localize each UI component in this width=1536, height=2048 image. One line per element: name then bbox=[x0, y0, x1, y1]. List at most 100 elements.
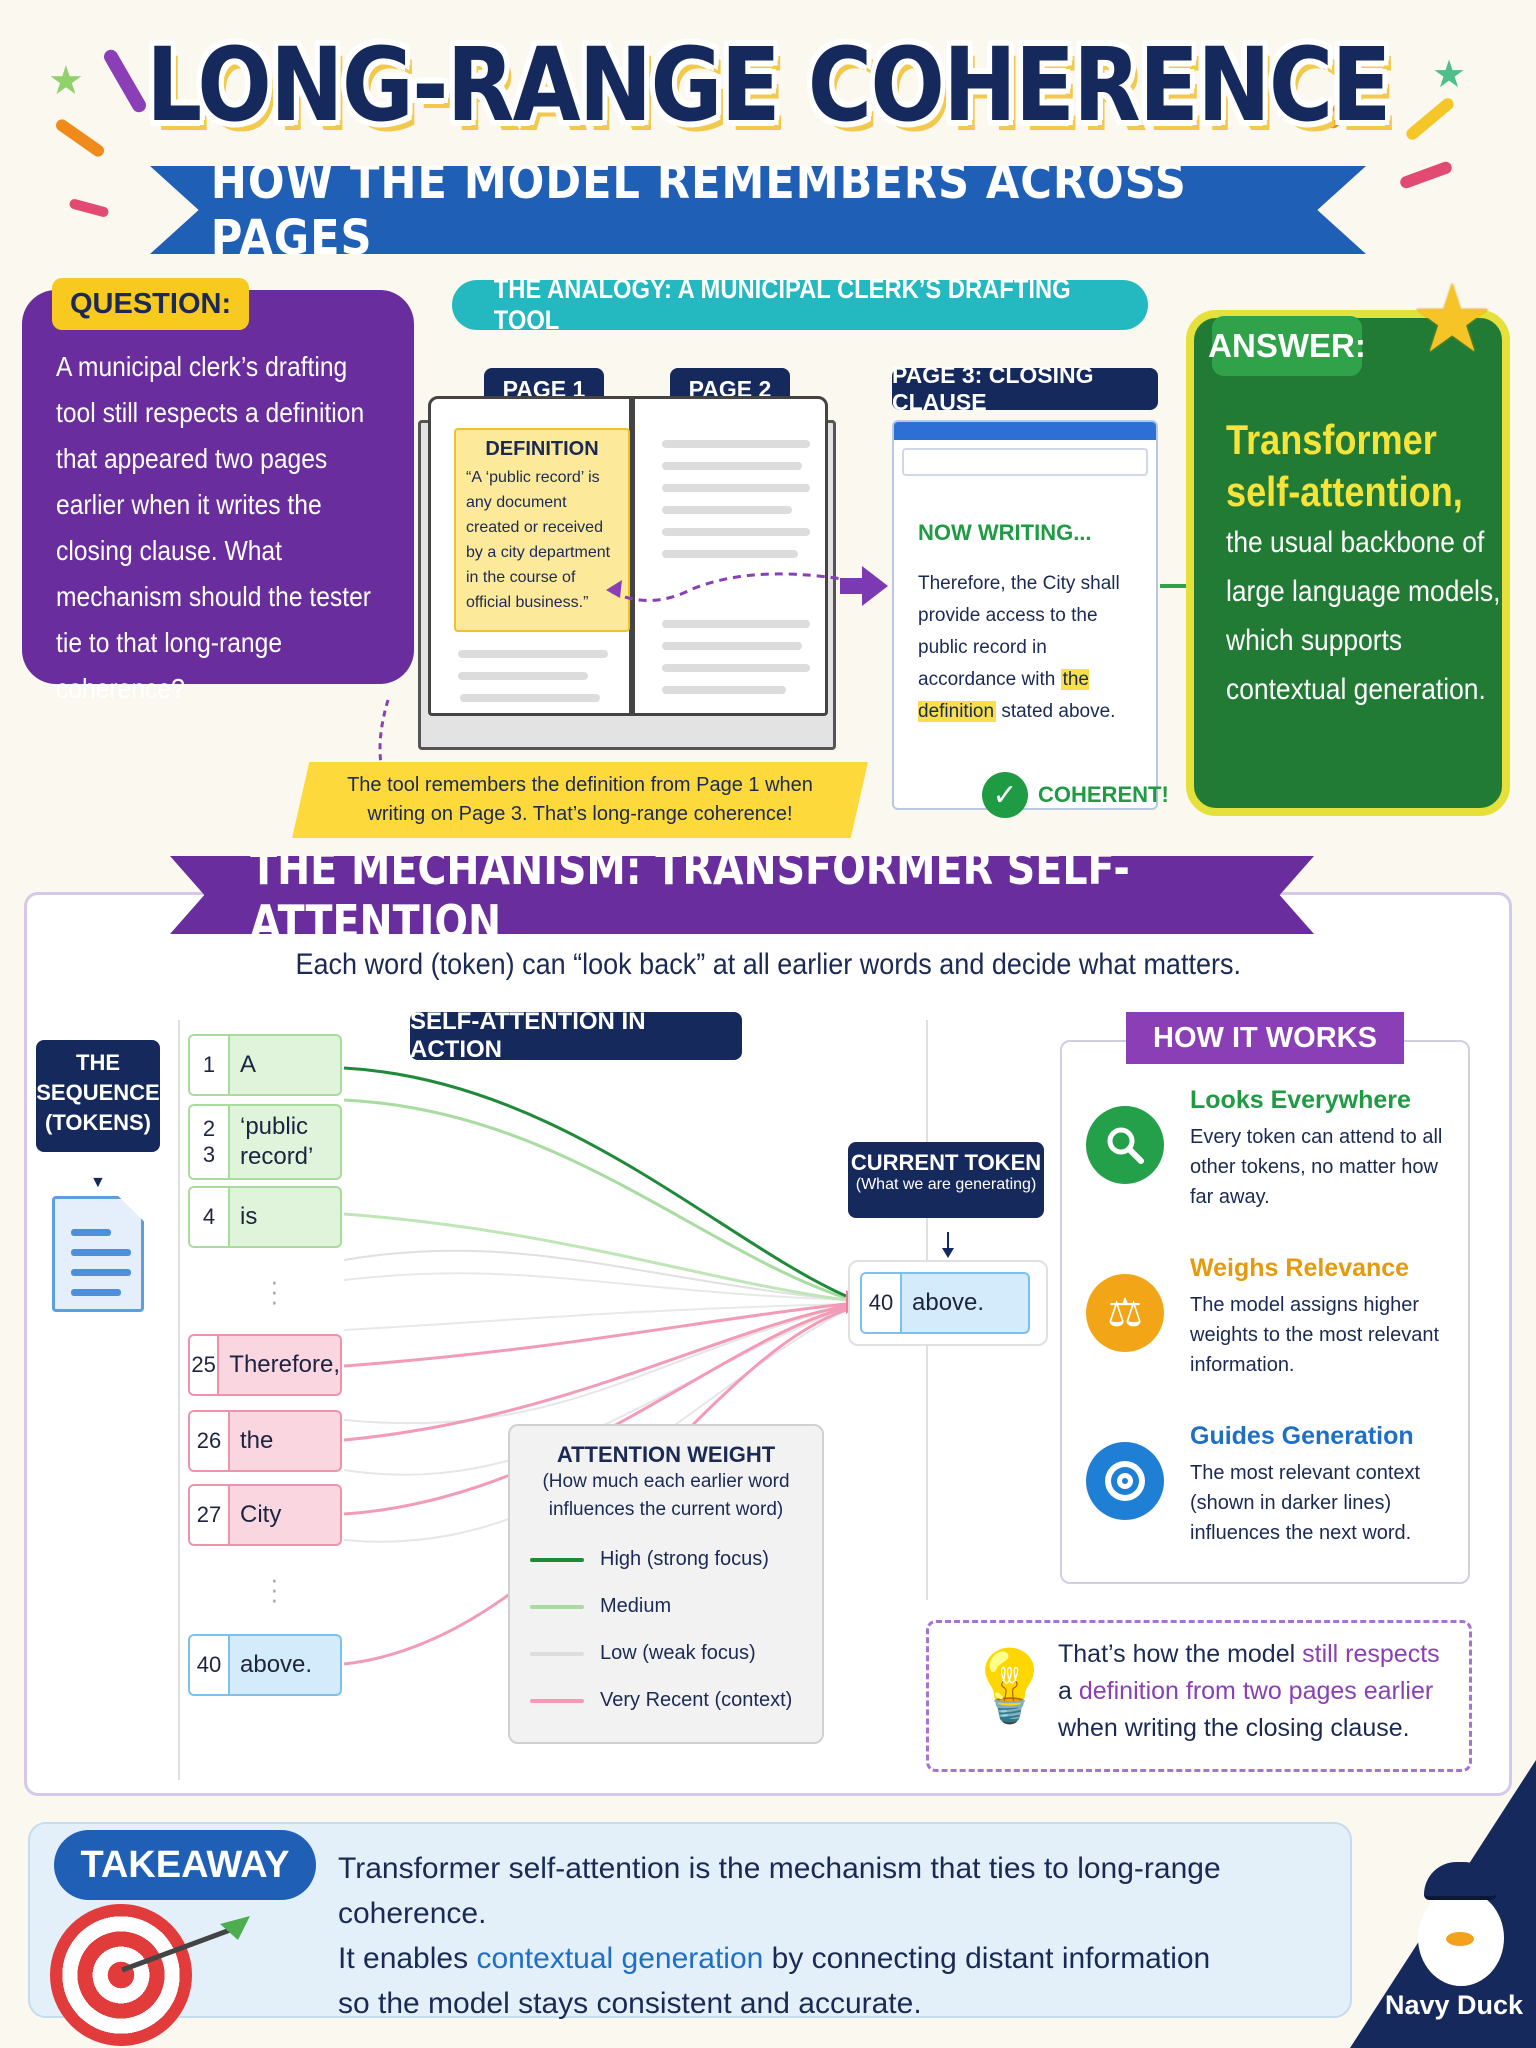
magnifier-icon bbox=[1086, 1106, 1164, 1184]
attention-line-recent bbox=[343, 1304, 847, 1442]
attention-line-recent bbox=[343, 1306, 847, 1516]
token-word: above. bbox=[240, 1651, 313, 1678]
text-line bbox=[458, 650, 608, 658]
recall-arrow-head bbox=[606, 580, 622, 598]
dart-icon bbox=[121, 1916, 250, 1973]
current-token-title: CURRENT TOKEN bbox=[850, 1150, 1042, 1175]
attention-line-low bbox=[343, 1249, 847, 1301]
page-subtitle: HOW THE MODEL REMEMBERS ACROSS PAGES bbox=[210, 154, 1187, 266]
token-word: the bbox=[240, 1427, 274, 1454]
token-4: 4 is bbox=[188, 1186, 342, 1248]
forward-arrow-shaft bbox=[840, 578, 864, 594]
token-number: 4 bbox=[190, 1188, 230, 1246]
brand-name: Navy Duck bbox=[1384, 1990, 1524, 2020]
decor-star-icon: ★ bbox=[48, 59, 84, 103]
text-line bbox=[662, 462, 802, 470]
question-tag: QUESTION: bbox=[52, 278, 250, 330]
mechanism-ribbon: THE MECHANISM: TRANSFORMER SELF-ATTENTIO… bbox=[170, 856, 1314, 934]
duck-beak bbox=[1446, 1932, 1474, 1946]
recall-arrow bbox=[611, 572, 881, 602]
down-arrow-icon: ▼ bbox=[90, 1174, 106, 1191]
token-word: City bbox=[240, 1501, 282, 1528]
analogy-caption: The tool remembers the definition from P… bbox=[292, 762, 868, 838]
tip-card bbox=[926, 1620, 1472, 1772]
definition-title: DEFINITION bbox=[485, 438, 599, 460]
text-line bbox=[662, 642, 802, 650]
sequence-tag: THE SEQUENCE (TOKENS) bbox=[36, 1040, 160, 1152]
token-number: 25 bbox=[190, 1336, 220, 1394]
analogy-title: THE ANALOGY: A MUNICIPAL CLERK’S DRAFTIN… bbox=[452, 274, 1148, 335]
answer-tag: ANSWER: bbox=[1208, 316, 1366, 376]
token-25: 25 Therefore, bbox=[188, 1334, 342, 1396]
how-it-works-title: HOW IT WORKS bbox=[1126, 1012, 1404, 1064]
attention-line-high bbox=[343, 1066, 847, 1298]
tip-text: That’s how the model still respects a de… bbox=[1058, 1640, 1440, 1742]
scale-icon: ⚖ bbox=[1086, 1274, 1164, 1352]
attention-line-recent bbox=[343, 1302, 847, 1368]
answer-text: the usual backbone of large language mod… bbox=[1226, 526, 1501, 706]
ellipsis-icon: ··· bbox=[270, 1266, 279, 1316]
doc-title-bar bbox=[894, 422, 1156, 440]
star-icon: ★ bbox=[1410, 266, 1495, 371]
text-line bbox=[662, 620, 810, 628]
text-line bbox=[662, 484, 810, 492]
mechanism-title: THE MECHANISM: TRANSFORMER SELF-ATTENTIO… bbox=[250, 841, 1130, 949]
page-title: LONG-RANGE COHERENCE bbox=[146, 26, 1391, 145]
question-text: A municipal clerk’s drafting tool still … bbox=[56, 351, 372, 704]
legend-item-medium: Medium bbox=[530, 1583, 802, 1630]
captain-hat-icon bbox=[1424, 1862, 1496, 1900]
question-card: A municipal clerk’s drafting tool still … bbox=[22, 290, 414, 704]
subtitle-ribbon: HOW THE MODEL REMEMBERS ACROSS PAGES bbox=[150, 166, 1366, 254]
token-40: 40 above. bbox=[188, 1634, 342, 1696]
forward-arrow-head bbox=[862, 566, 888, 606]
mechanism-subtitle: Each word (token) can “look back” at all… bbox=[295, 948, 1241, 981]
self-attention-title: SELF-ATTENTION IN ACTION bbox=[410, 1008, 742, 1063]
attention-legend: ATTENTION WEIGHT (How much each earlier … bbox=[508, 1424, 824, 1744]
bullseye-icon bbox=[50, 1904, 192, 2046]
attention-line-medium bbox=[343, 1212, 847, 1302]
definition-card: DEFINITION “A ‘public record’ is any doc… bbox=[454, 428, 630, 632]
token-number: 1 bbox=[190, 1036, 230, 1094]
text-line bbox=[662, 528, 810, 536]
legend-item-recent: Very Recent (context) bbox=[530, 1677, 802, 1724]
token-word: is bbox=[240, 1203, 258, 1230]
target-icon bbox=[1086, 1442, 1164, 1520]
current-token-tag: CURRENT TOKEN (What we are generating) bbox=[848, 1142, 1044, 1218]
legend-title: ATTENTION WEIGHT bbox=[556, 1442, 776, 1467]
text-line bbox=[662, 550, 798, 558]
current-token: 40 above. bbox=[860, 1272, 1030, 1334]
text-line bbox=[662, 664, 810, 672]
how-text: The most relevant context (shown in dark… bbox=[1190, 1462, 1421, 1544]
takeaway-text: Transformer self-attention is the mechan… bbox=[338, 1852, 1221, 2020]
attention-line-low bbox=[343, 1303, 847, 1331]
analogy-arrows bbox=[378, 566, 1186, 771]
text-line bbox=[662, 506, 792, 514]
closing-clause-card: NOW WRITING... Therefore, the City shall… bbox=[892, 420, 1158, 810]
how-heading: Looks Everywhere bbox=[1190, 1086, 1411, 1114]
text-line bbox=[662, 686, 786, 694]
doc-address-bar bbox=[902, 448, 1148, 476]
token-word: ‘public record’ bbox=[240, 1113, 314, 1170]
token-word: above. bbox=[912, 1289, 985, 1316]
current-token-subtitle: (What we are generating) bbox=[855, 1176, 1037, 1193]
token-1: 1 A bbox=[188, 1034, 342, 1096]
coherent-status: ✓ COHERENT! bbox=[982, 772, 1169, 818]
coherent-label: COHERENT! bbox=[1038, 782, 1169, 807]
decor-star-icon: ★ bbox=[1432, 54, 1467, 96]
sequence-divider bbox=[178, 1020, 180, 1780]
token-word: A bbox=[240, 1051, 257, 1078]
answer-headline: Transformer self-attention, bbox=[1226, 416, 1463, 515]
token-number: 40 bbox=[190, 1636, 230, 1694]
legend-subtitle: (How much each earlier word influences t… bbox=[542, 1471, 790, 1520]
token-26: 26 the bbox=[188, 1410, 342, 1472]
ellipsis-icon: ··· bbox=[270, 1564, 279, 1614]
text-line bbox=[662, 440, 810, 448]
definition-text: “A ‘public record’ is any document creat… bbox=[466, 469, 611, 611]
checkmark-icon: ✓ bbox=[982, 772, 1028, 818]
document-icon bbox=[52, 1196, 144, 1312]
token-27: 27 City bbox=[188, 1484, 342, 1546]
text-line bbox=[460, 694, 600, 702]
lightbulb-icon: 💡 bbox=[966, 1647, 1054, 1725]
attention-line-medium bbox=[343, 1098, 847, 1300]
